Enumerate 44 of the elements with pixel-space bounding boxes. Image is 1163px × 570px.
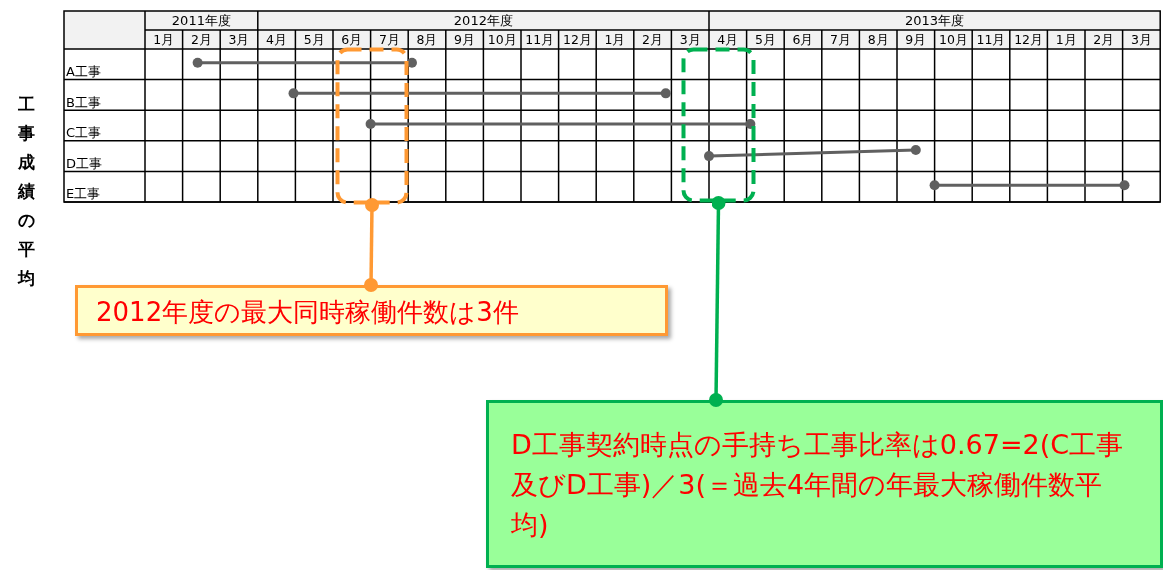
- callout-box: [75, 285, 668, 336]
- month-header: 1月: [1054, 31, 1078, 49]
- year-header: 2012年度: [452, 12, 514, 30]
- month-header: 3月: [678, 31, 702, 49]
- month-header: 10月: [486, 31, 518, 49]
- month-header: 9月: [453, 31, 477, 49]
- leader-line: [364, 198, 379, 292]
- row-label: B工事: [66, 93, 101, 112]
- highlight-frame: [681, 47, 756, 203]
- year-header: 2011年度: [170, 12, 232, 30]
- month-header: 2月: [189, 31, 213, 49]
- row-label: A工事: [66, 63, 101, 81]
- row-label: C工事: [66, 124, 102, 143]
- month-header: 1月: [152, 31, 176, 49]
- year-header: 2013年度: [904, 12, 966, 30]
- callout-text: D工事契約時点の手持ち工事比率は0.67=2(C工事及びD工事)／3(＝過去4年間の年最大稼働件数平均): [511, 428, 1125, 542]
- callout-text: 2012年度の最大同時稼働件数は3件: [96, 296, 520, 329]
- month-header: 2月: [1092, 31, 1116, 49]
- callout-box: [486, 400, 1163, 568]
- month-header: 5月: [753, 31, 777, 49]
- row-label: E工事: [66, 185, 101, 204]
- month-header: 3月: [227, 31, 251, 49]
- month-header: 5月: [302, 31, 326, 49]
- month-header: 4月: [716, 31, 740, 49]
- month-header: 7月: [377, 31, 401, 49]
- month-header: 1月: [603, 31, 627, 49]
- month-header: 8月: [415, 31, 439, 49]
- month-header: 6月: [340, 31, 364, 49]
- leader-line: [709, 196, 726, 407]
- row-label: D工事: [66, 154, 102, 173]
- month-header: 4月: [265, 31, 289, 49]
- month-header: 7月: [829, 31, 853, 49]
- month-header: 11月: [975, 31, 1007, 49]
- month-header: 12月: [1013, 31, 1045, 49]
- month-header: 12月: [561, 31, 593, 49]
- month-header: 9月: [904, 31, 928, 49]
- month-header: 3月: [1129, 31, 1153, 49]
- month-header: 11月: [524, 31, 556, 49]
- axis-label: 工事成績の平均: [16, 93, 36, 290]
- month-header: 2月: [641, 31, 665, 49]
- month-header: 8月: [866, 31, 890, 49]
- month-header: 6月: [791, 31, 815, 49]
- highlight-frame: [335, 47, 409, 205]
- month-header: 10月: [937, 31, 969, 49]
